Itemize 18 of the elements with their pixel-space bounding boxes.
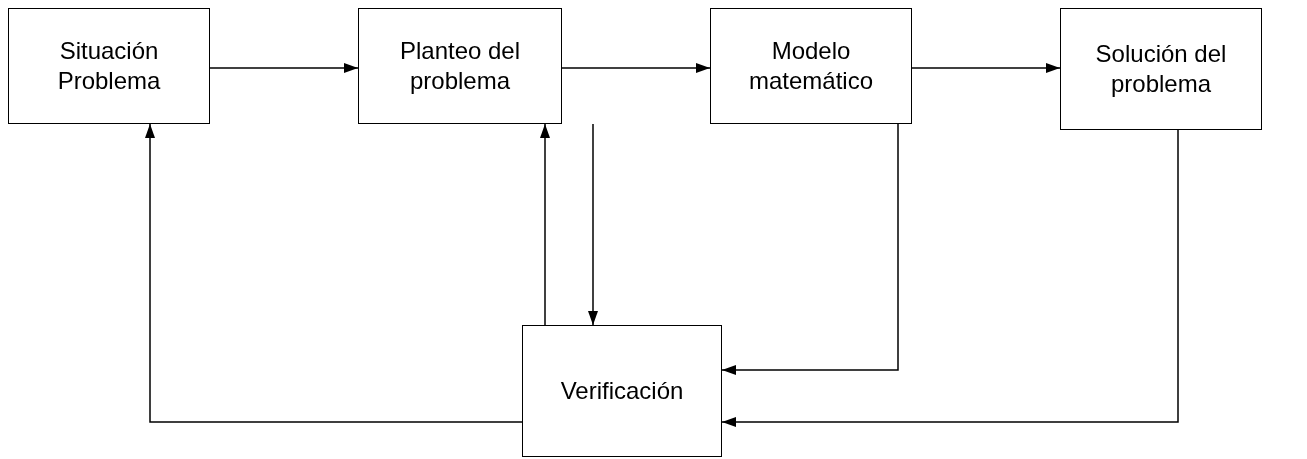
box-label: Situación Problema <box>56 36 162 96</box>
box-label: Verificación <box>560 376 684 406</box>
process-box <box>1060 8 1262 130</box>
arrow <box>540 123 550 326</box>
arrow <box>145 123 523 423</box>
arrow <box>561 63 711 73</box>
box-label: Modelo matemático <box>747 36 874 96</box>
box-label: Solución del problema <box>1094 39 1228 99</box>
arrow <box>911 63 1061 73</box>
process-box <box>522 325 722 457</box>
process-box <box>8 8 210 124</box>
arrow <box>209 63 359 73</box>
arrow <box>588 123 598 326</box>
process-box <box>358 8 562 124</box>
process-box <box>710 8 912 124</box>
box-label: Planteo del problema <box>398 36 522 96</box>
arrow <box>721 129 1179 427</box>
arrow <box>721 123 899 375</box>
